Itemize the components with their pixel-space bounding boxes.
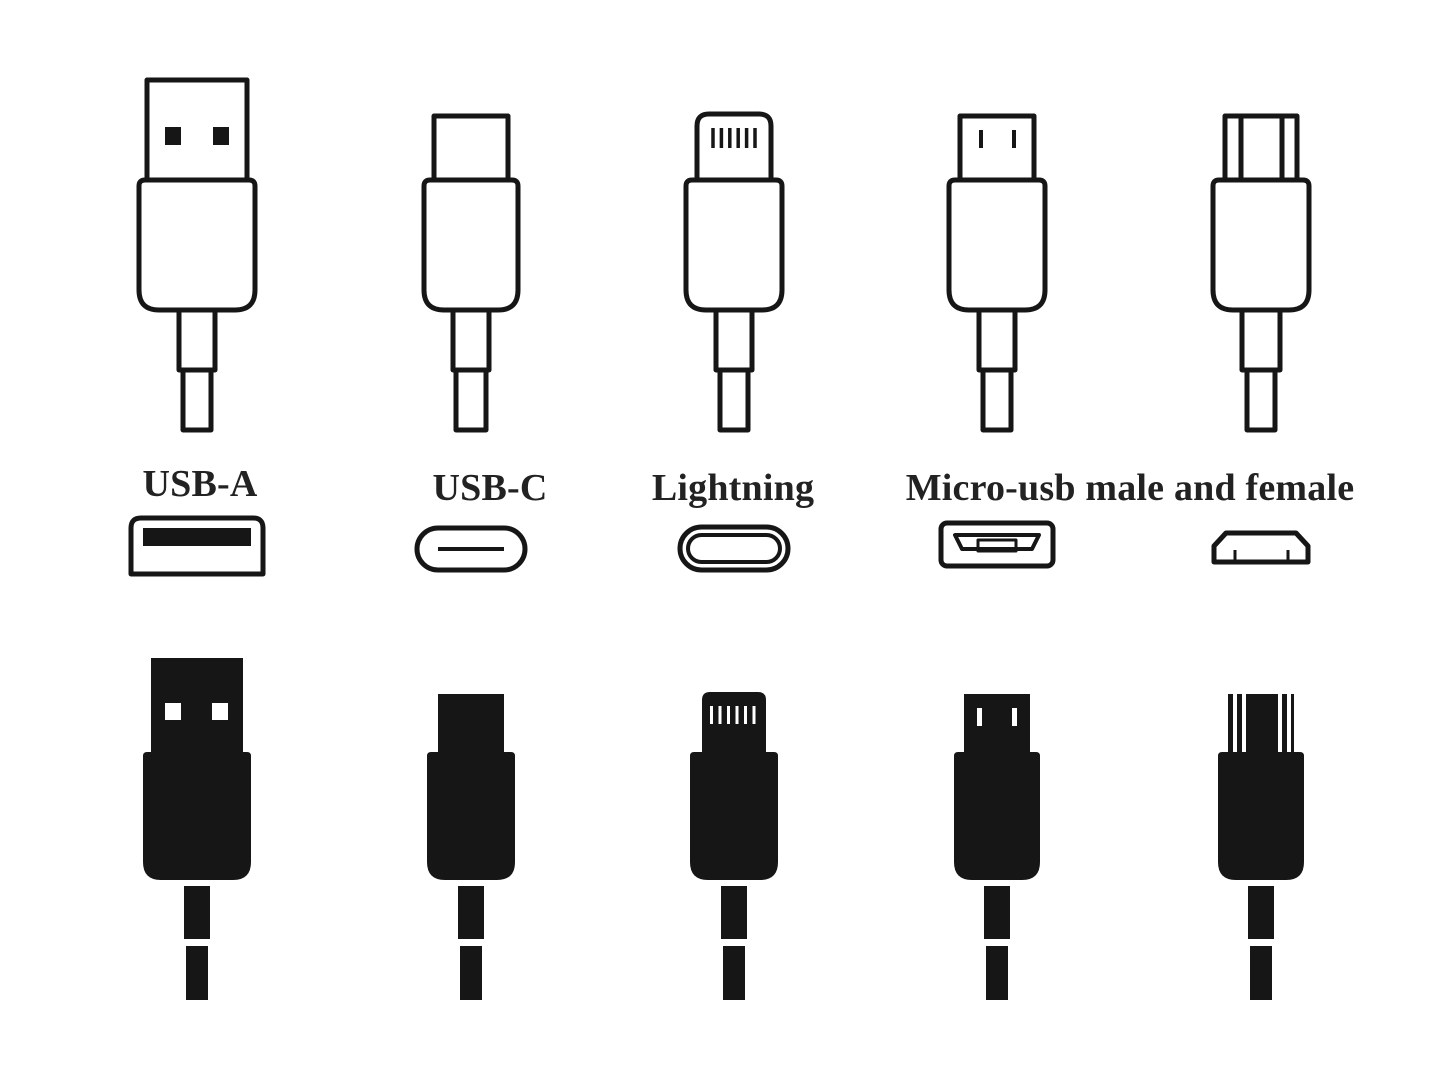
pin (1242, 694, 1246, 752)
connector-tip (957, 113, 1037, 183)
label-usb-a: USB-A (142, 463, 258, 505)
connector-body (1218, 752, 1304, 880)
outline-connector-micro-usb-male-icon (946, 113, 1048, 433)
connector-tip (144, 77, 250, 183)
label-usb-c: USB-C (432, 467, 548, 509)
pin (213, 127, 229, 145)
port-outline (128, 515, 266, 577)
connector-body (427, 752, 515, 880)
pin (1233, 694, 1237, 752)
pin (735, 706, 739, 724)
outline-connector-lightning-icon (683, 111, 785, 433)
cable (980, 367, 1014, 433)
cable (723, 946, 745, 1000)
connector-body (143, 752, 251, 880)
connector-tip (431, 113, 511, 183)
port-outline (938, 520, 1056, 569)
cable (1244, 367, 1278, 433)
port-slot (953, 533, 1041, 551)
pin (718, 706, 722, 724)
connector-body (421, 177, 521, 313)
port-outline (677, 524, 791, 573)
outline-connector-usb-a-icon (136, 77, 258, 433)
pin (165, 703, 181, 720)
connector-tip (1228, 694, 1294, 752)
connector-body (136, 177, 258, 313)
ports (128, 515, 1311, 577)
cable (717, 367, 751, 433)
connector-neck (713, 307, 755, 373)
outline-connector-usb-c-icon (421, 113, 521, 433)
pin (977, 708, 982, 726)
connector-neck (721, 886, 747, 939)
port-slot (143, 528, 251, 546)
pin (710, 706, 713, 724)
pin (744, 706, 747, 724)
filled-connector-micro-usb-female-icon (1218, 694, 1304, 1000)
connector-neck (1248, 886, 1274, 939)
connector-tip (151, 658, 243, 752)
connector-neck (450, 307, 492, 373)
usb-c-port-icon (414, 525, 528, 573)
cable (453, 367, 489, 433)
filled-connector-usb-a-icon (143, 658, 251, 1000)
outline-connector-micro-usb-female-icon (1210, 113, 1312, 433)
lightning-port-icon (677, 524, 791, 573)
connector-neck (458, 886, 484, 939)
connector-neck (1239, 307, 1283, 373)
connector-tip (694, 111, 774, 180)
connector-body (1210, 177, 1312, 313)
pin (1012, 708, 1017, 726)
cable (986, 946, 1008, 1000)
pin (1278, 694, 1282, 752)
connector-neck (984, 886, 1010, 939)
connector-tip (702, 692, 766, 752)
connector-body (954, 752, 1040, 880)
label-micro-usb: Micro-usb male and female (905, 467, 1355, 509)
usb-a-port-icon (128, 515, 266, 577)
connector-body (946, 177, 1048, 313)
cable (180, 367, 214, 433)
connector-neck (176, 307, 218, 373)
label-lightning: Lightning (651, 467, 815, 509)
pin (1287, 694, 1291, 752)
micro-usb-male-port-icon (938, 520, 1056, 569)
micro-usb-female-port-icon (1211, 530, 1311, 565)
port-outline (1211, 530, 1311, 565)
filled-connector-lightning-icon (690, 692, 778, 1000)
connector-body (683, 177, 785, 313)
filled-connector-usb-c-icon (427, 694, 515, 1000)
pin (165, 127, 181, 145)
port-contact (976, 538, 1018, 553)
pin (752, 706, 756, 724)
connector-neck (976, 307, 1018, 373)
cable (186, 946, 208, 1000)
connector-body (690, 752, 778, 880)
pin (727, 706, 730, 724)
port-outline (414, 525, 528, 573)
connector-tip (438, 694, 504, 752)
connector-neck (184, 886, 210, 939)
cable (460, 946, 482, 1000)
filled-connector-micro-usb-male-icon (954, 694, 1040, 1000)
port-inner (686, 533, 782, 564)
connector-tip (964, 694, 1030, 752)
connector-tip (1222, 113, 1300, 183)
pin (212, 703, 228, 720)
cable (1250, 946, 1272, 1000)
